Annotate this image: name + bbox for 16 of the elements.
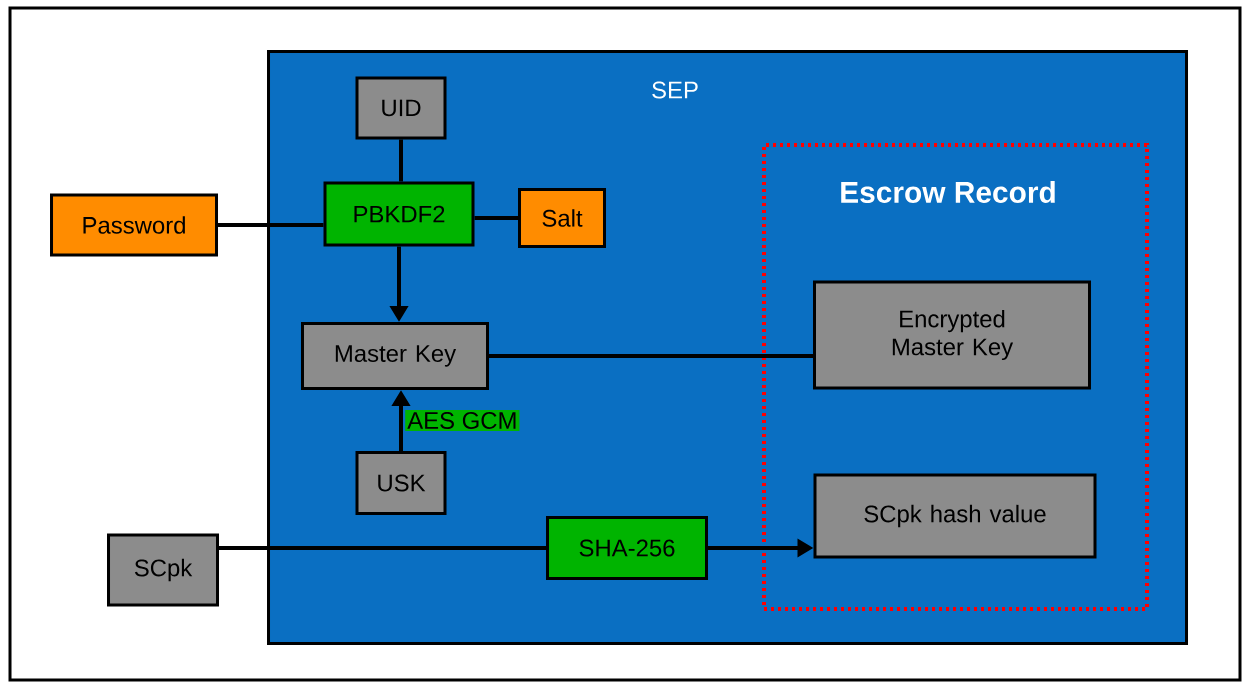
connector-line (219, 546, 546, 550)
process-box: UID (355, 76, 447, 140)
record-box: SCpk hash value (813, 473, 1097, 559)
edge-label: AES GCM (405, 410, 520, 431)
input-box: Password (50, 193, 218, 257)
input-box: Salt (518, 188, 606, 248)
key-box: SCpk (107, 533, 219, 607)
function-box: PBKDF2 (323, 181, 475, 247)
key-box: Master Key (301, 322, 489, 390)
connector-line (399, 139, 403, 182)
connector-line (218, 223, 324, 227)
key-box: USK (355, 451, 447, 515)
connector-line (489, 354, 813, 358)
record-box: Encrypted Master Key (813, 280, 1091, 390)
connector-line (474, 216, 518, 220)
function-box: SHA-256 (546, 516, 708, 580)
